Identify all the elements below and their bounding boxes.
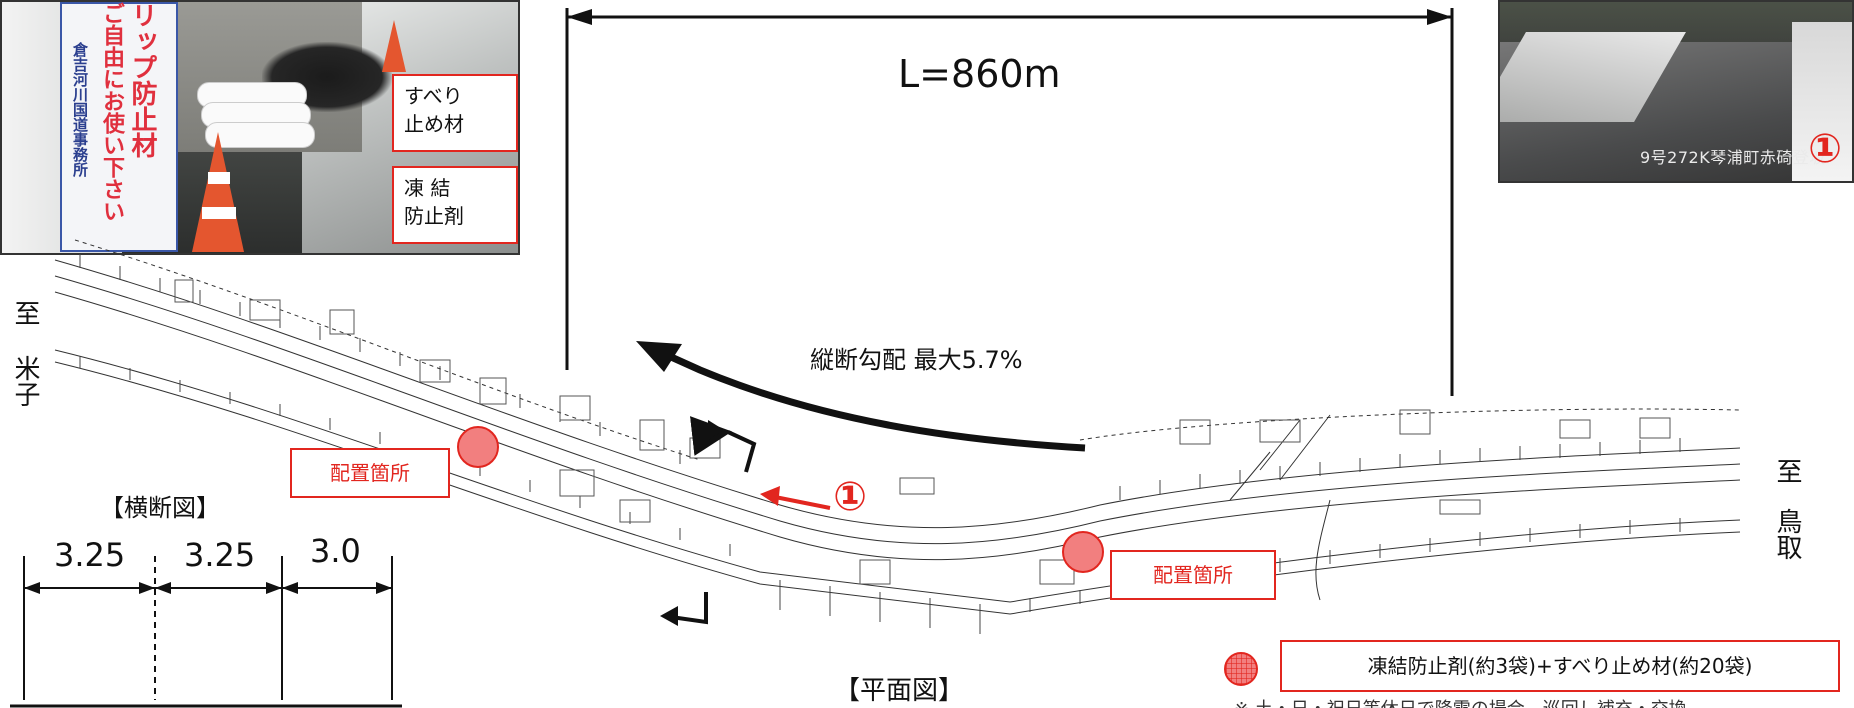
section-cut-arrowhead-top [708,420,724,440]
sign-text-line3: 倉吉河川国道事務所 [71,42,89,177]
camera-snow-right [1792,22,1852,181]
cross-section-width: 3.25 [184,536,256,574]
placement-label-west: 配置箇所 [290,448,450,498]
photo-signboard [60,2,178,252]
sign-text-line2: ご自由にお使い下さい [99,2,124,222]
camera-circled-marker: ① [1808,126,1842,172]
cone-icon [192,132,244,252]
sign-photo: リップ防止材 ご自由にお使い下さい 倉吉河川国道事務所 すべり 止め材 凍 結 … [0,0,520,255]
section-cut-arrowhead-bottom [660,606,678,626]
cross-section-arrowheads [24,582,392,594]
cross-section-title: 【横断図】 [100,494,220,522]
legend-text: 凍結防止剤(約3袋)+すべり止め材(約20袋) [1280,640,1840,692]
callout-antifreeze: 凍 結 防止剤 [392,166,518,244]
destination-east-name: 鳥取 [1772,508,1802,560]
destination-west-name: 米子 [10,355,40,407]
camera-location-marker: ① [833,474,867,520]
gradient-label: 縦断勾配 最大5.7% [810,346,1023,374]
road-camera-photo: 9号272K琴浦町赤碕登坂 ① [1498,0,1854,183]
legend-marker-icon [1224,652,1258,686]
camera-caption: 9号272K琴浦町赤碕登坂 [1640,148,1826,167]
placement-label-east: 配置箇所 [1110,550,1276,600]
cross-section-width: 3.0 [310,532,361,570]
placement-marker [457,426,1104,573]
cross-section-width: 3.25 [54,536,126,574]
length-label: L=860m [898,52,1061,96]
destination-east-to: 至 [1772,458,1802,484]
section-cut-marks [663,416,757,625]
road-plan-linework [54,239,1741,615]
road-plan-ticks [79,254,1681,634]
destination-west-to: 至 [10,300,40,326]
gradient-arrow [636,341,1086,452]
plan-title: 【平面図】 [834,676,965,706]
footnote: ※ 土・日・祝日等休日で降雪の場合、巡回し補充・交換 [1234,700,1687,708]
length-dimension [565,8,1454,396]
camera-direction-arrow [760,486,831,510]
cross-section-diagram [10,556,402,708]
cone-icon [382,20,406,72]
sign-text-line1: リップ防止材 [127,2,157,158]
callout-slip-material: すべり 止め材 [392,74,518,152]
